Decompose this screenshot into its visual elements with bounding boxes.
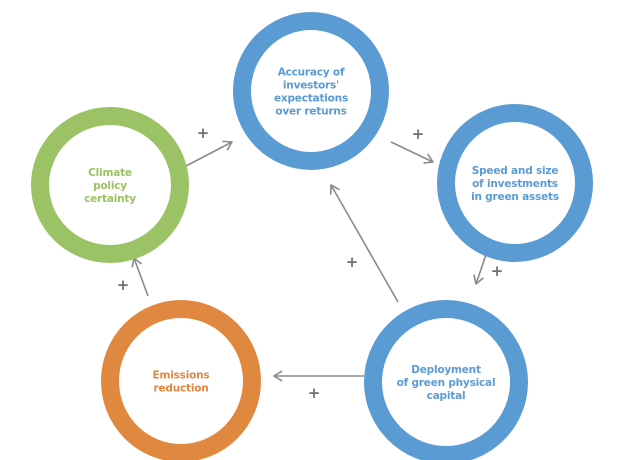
- arrowhead-icon: [329, 184, 340, 195]
- edge-deployment-to-emissions: +: [273, 370, 364, 402]
- node-ring: [31, 107, 189, 263]
- node-label-line: of investments: [472, 178, 558, 190]
- arrow-line: [330, 184, 399, 303]
- node-label-line: Deployment: [411, 364, 481, 376]
- edge-accuracy-to-speed: +: [390, 125, 434, 164]
- arrow-line: [390, 141, 434, 163]
- node-label-line: Climate: [88, 167, 132, 179]
- arrowhead-icon: [473, 274, 484, 285]
- node-label-line: Accuracy of: [278, 67, 345, 79]
- node-label-line: over returns: [275, 106, 346, 118]
- polarity-sign: +: [117, 276, 130, 294]
- arrowhead-icon: [273, 370, 283, 382]
- node-ring: [233, 12, 389, 170]
- node-label-line: investors': [283, 80, 339, 92]
- edge-deployment-to-accuracy: +: [329, 184, 399, 303]
- node-label-line: capital: [427, 390, 466, 402]
- node-ring: [101, 300, 261, 460]
- polarity-sign: +: [346, 253, 359, 271]
- node-label-line: policy: [93, 180, 127, 192]
- arrowhead-icon: [222, 140, 233, 151]
- node-label-line: reduction: [153, 383, 208, 395]
- node-label-line: expectations: [274, 93, 348, 105]
- edges-layer: + + + + + +: [117, 124, 504, 402]
- node-label-line: of green physical: [397, 377, 496, 389]
- edge-emissions-to-climate: +: [117, 257, 149, 297]
- node-label-line: in green assets: [471, 191, 559, 203]
- edge-climate-to-accuracy: +: [185, 124, 233, 167]
- polarity-sign: +: [491, 262, 504, 280]
- arrow-line: [133, 257, 149, 297]
- node-ring: [364, 300, 528, 460]
- node-label-line: certainty: [84, 193, 136, 205]
- polarity-sign: +: [308, 384, 321, 402]
- polarity-sign: +: [412, 125, 425, 143]
- arrow-line: [185, 141, 233, 167]
- polarity-sign: +: [197, 124, 210, 142]
- edge-speed-to-deployment: +: [473, 245, 504, 285]
- node-label-line: Emissions: [153, 370, 210, 382]
- node-ring: [437, 104, 593, 262]
- node-label-line: Speed and size: [472, 165, 559, 177]
- arrowhead-icon: [423, 153, 434, 164]
